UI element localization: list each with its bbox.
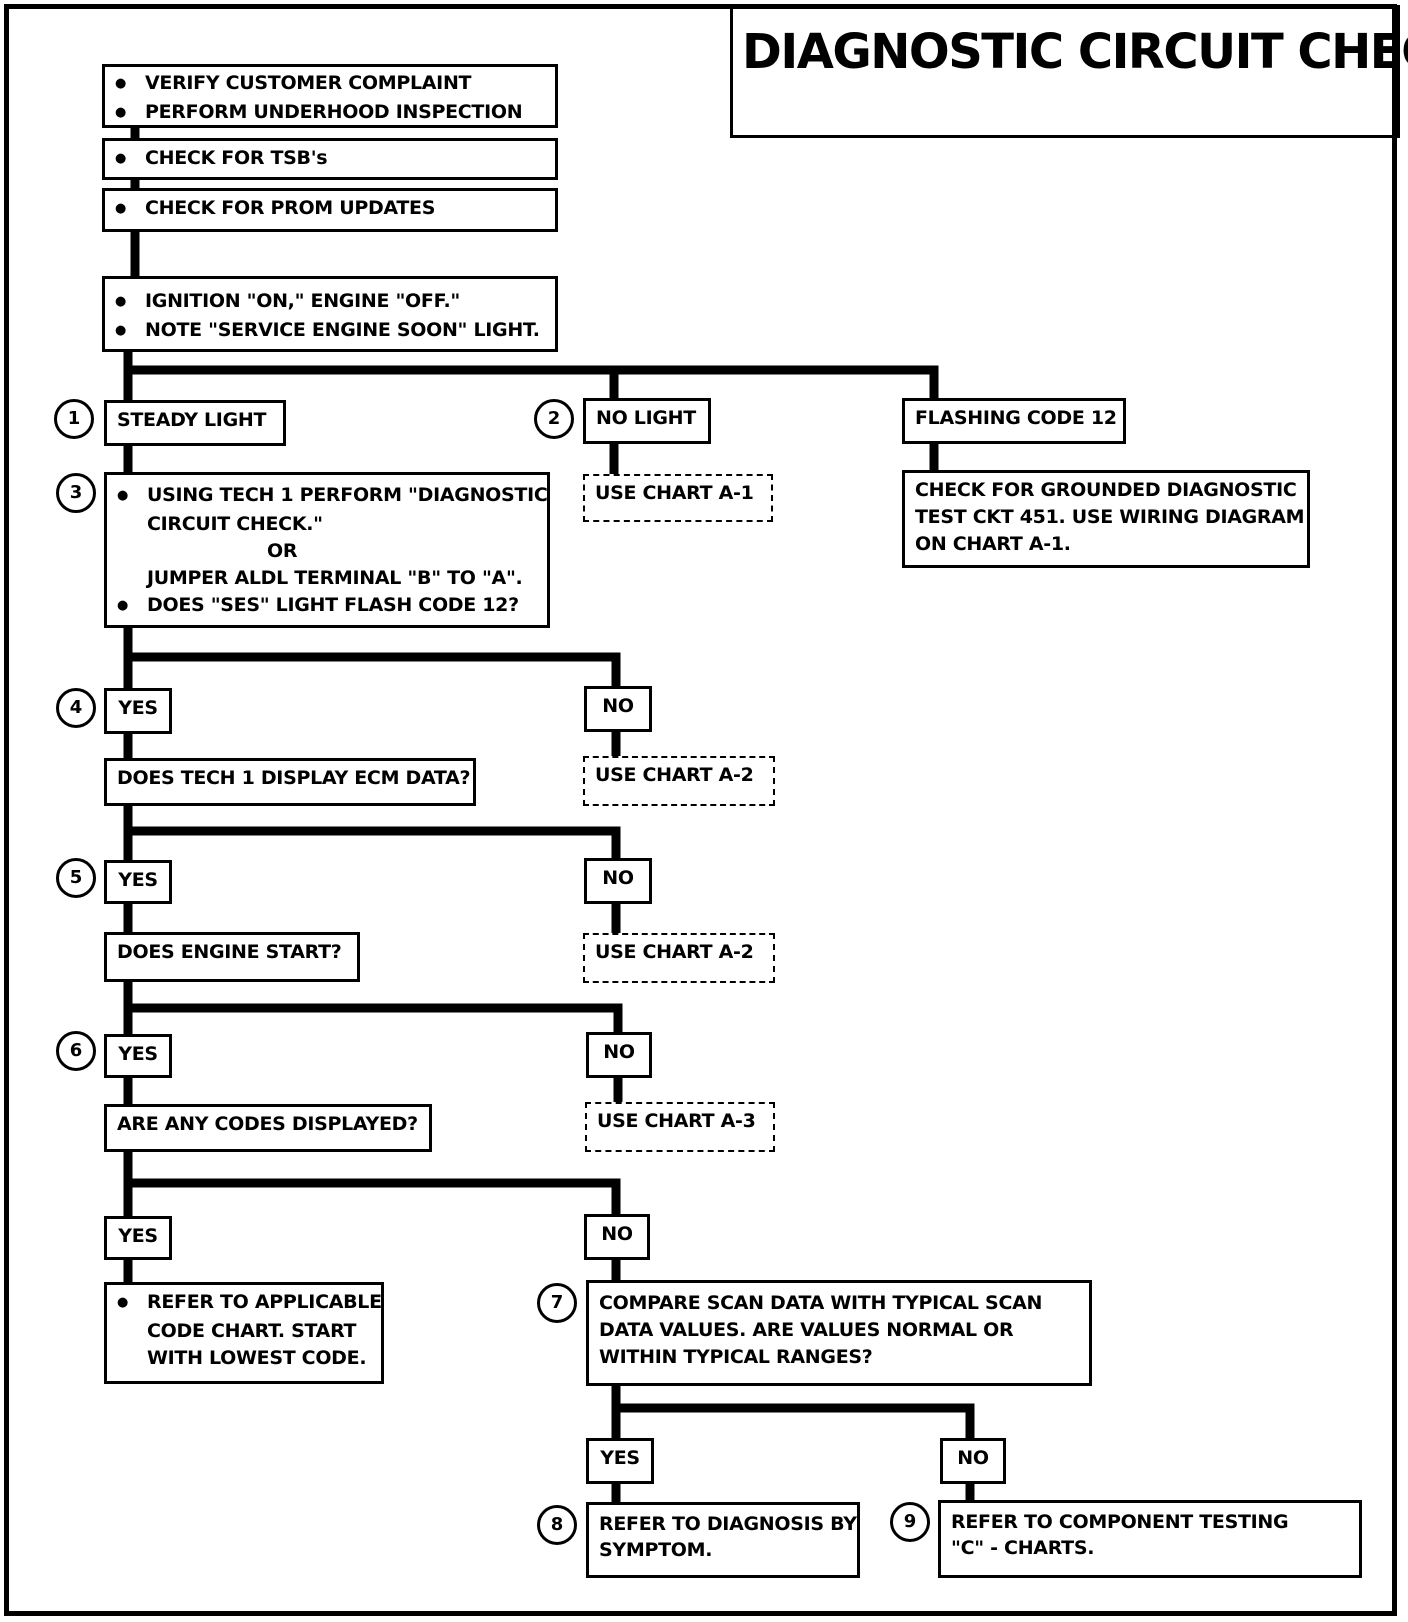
use-chart-a3-box: USE CHART A-3 <box>585 1102 775 1152</box>
yes-box-6: YES <box>104 1034 172 1078</box>
step-5-circle: 5 <box>56 858 96 898</box>
ecm-data-question-text: DOES TECH 1 DISPLAY ECM DATA? <box>117 767 471 789</box>
component-line-1: REFER TO COMPONENT TESTING <box>951 1511 1289 1533</box>
code-chart-line-2: CODE CHART. START <box>147 1320 357 1342</box>
yes-box-final: YES <box>586 1438 654 1484</box>
tsb-text: CHECK FOR TSB's <box>115 145 545 174</box>
use-chart-a3-text: USE CHART A-3 <box>597 1110 756 1132</box>
steady-light-box: STEADY LIGHT <box>104 400 286 446</box>
grounded-line-2: TEST CKT 451. USE WIRING DIAGRAM <box>915 506 1305 528</box>
no-light-text: NO LIGHT <box>596 407 696 429</box>
tech1-line-5: DOES "SES" LIGHT FLASH CODE 12? <box>117 592 537 621</box>
yes-box-5: YES <box>104 860 172 904</box>
step-1-circle: 1 <box>54 399 94 439</box>
use-chart-a2-box-2: USE CHART A-2 <box>583 933 775 983</box>
tech1-line-2: CIRCUIT CHECK." <box>147 513 323 535</box>
yes-label: YES <box>118 697 158 719</box>
compare-line-1: COMPARE SCAN DATA WITH TYPICAL SCAN <box>599 1292 1043 1314</box>
yes-label: YES <box>118 869 158 891</box>
step-9-circle: 9 <box>890 1502 930 1542</box>
connector <box>123 652 621 695</box>
underhood-inspection-text: PERFORM UNDERHOOD INSPECTION <box>115 99 545 128</box>
ignition-text: IGNITION "ON," ENGINE "OFF." <box>115 288 545 317</box>
symptom-line-2: SYMPTOM. <box>599 1539 713 1561</box>
engine-start-question-box: DOES ENGINE START? <box>104 932 360 982</box>
grounded-check-box: CHECK FOR GROUNDED DIAGNOSTIC TEST CKT 4… <box>902 470 1310 568</box>
component-testing-box: REFER TO COMPONENT TESTING "C" - CHARTS. <box>938 1500 1362 1578</box>
yes-box-4: YES <box>104 688 172 734</box>
grounded-line-3: ON CHART A-1. <box>915 533 1071 555</box>
code-chart-line-1: REFER TO APPLICABLE <box>117 1289 382 1318</box>
no-label: NO <box>601 1223 633 1245</box>
prom-text: CHECK FOR PROM UPDATES <box>115 195 545 224</box>
connector <box>123 365 939 405</box>
flashing-code-box: FLASHING CODE 12 <box>902 398 1126 444</box>
no-box-4: NO <box>584 686 652 732</box>
no-label: NO <box>602 695 634 717</box>
no-box-6: NO <box>586 1032 652 1078</box>
tsb-box: CHECK FOR TSB's <box>102 138 558 180</box>
component-line-2: "C" - CHARTS. <box>951 1537 1095 1559</box>
yes-box-codes: YES <box>104 1216 172 1260</box>
no-box-codes: NO <box>584 1214 650 1260</box>
verify-box: VERIFY CUSTOMER COMPLAINT PERFORM UNDERH… <box>102 64 558 128</box>
codes-displayed-question-text: ARE ANY CODES DISPLAYED? <box>117 1113 418 1135</box>
connector <box>611 1403 975 1445</box>
no-light-box: NO LIGHT <box>583 398 711 444</box>
verify-complaint-text: VERIFY CUSTOMER COMPLAINT <box>115 70 545 99</box>
page-frame <box>4 4 1397 1616</box>
codes-displayed-question-box: ARE ANY CODES DISPLAYED? <box>104 1104 432 1152</box>
ignition-box: IGNITION "ON," ENGINE "OFF." NOTE "SERVI… <box>102 276 558 352</box>
connector <box>123 1178 621 1223</box>
flashing-code-text: FLASHING CODE 12 <box>915 407 1117 429</box>
yes-label: YES <box>600 1447 640 1469</box>
tech1-line-4: JUMPER ALDL TERMINAL "B" TO "A". <box>147 567 523 589</box>
step-4-circle: 4 <box>56 688 96 728</box>
step-8-circle: 8 <box>537 1505 577 1545</box>
no-box-5: NO <box>584 858 652 904</box>
code-chart-line-3: WITH LOWEST CODE. <box>147 1347 367 1369</box>
steady-light-text: STEADY LIGHT <box>117 409 267 431</box>
tech1-or: OR <box>267 540 298 562</box>
use-chart-a2-box-1: USE CHART A-2 <box>583 756 775 806</box>
no-box-final: NO <box>940 1438 1006 1484</box>
page-title: DIAGNOSTIC CIRCUIT CHECK <box>742 24 1408 80</box>
step-7-circle: 7 <box>537 1283 577 1323</box>
no-label: NO <box>602 867 634 889</box>
step-2-circle: 2 <box>534 399 574 439</box>
engine-start-question-text: DOES ENGINE START? <box>117 941 342 963</box>
tech1-line-1: USING TECH 1 PERFORM "DIAGNOSTIC <box>117 482 548 511</box>
step-3-circle: 3 <box>56 473 96 513</box>
symptom-line-1: REFER TO DIAGNOSIS BY <box>599 1513 857 1535</box>
connector <box>123 1003 623 1041</box>
no-label: NO <box>603 1041 635 1063</box>
compare-scan-data-box: COMPARE SCAN DATA WITH TYPICAL SCAN DATA… <box>586 1280 1092 1386</box>
use-chart-a2-text: USE CHART A-2 <box>595 941 754 963</box>
code-chart-box: REFER TO APPLICABLE CODE CHART. START WI… <box>104 1282 384 1384</box>
tech1-check-box: USING TECH 1 PERFORM "DIAGNOSTIC CIRCUIT… <box>104 472 550 628</box>
compare-line-2: DATA VALUES. ARE VALUES NORMAL OR <box>599 1319 1014 1341</box>
use-chart-a1-text: USE CHART A-1 <box>595 482 754 504</box>
compare-line-3: WITHIN TYPICAL RANGES? <box>599 1346 873 1368</box>
yes-label: YES <box>118 1225 158 1247</box>
connector <box>123 826 621 867</box>
use-chart-a1-box: USE CHART A-1 <box>583 474 773 522</box>
title-box <box>730 5 1400 138</box>
diagnosis-by-symptom-box: REFER TO DIAGNOSIS BY SYMPTOM. <box>586 1502 860 1578</box>
no-label: NO <box>957 1447 989 1469</box>
use-chart-a2-text: USE CHART A-2 <box>595 764 754 786</box>
ecm-data-question-box: DOES TECH 1 DISPLAY ECM DATA? <box>104 758 476 806</box>
yes-label: YES <box>118 1043 158 1065</box>
prom-box: CHECK FOR PROM UPDATES <box>102 188 558 232</box>
step-6-circle: 6 <box>56 1031 96 1071</box>
ses-light-text: NOTE "SERVICE ENGINE SOON" LIGHT. <box>115 317 545 346</box>
grounded-line-1: CHECK FOR GROUNDED DIAGNOSTIC <box>915 479 1297 501</box>
